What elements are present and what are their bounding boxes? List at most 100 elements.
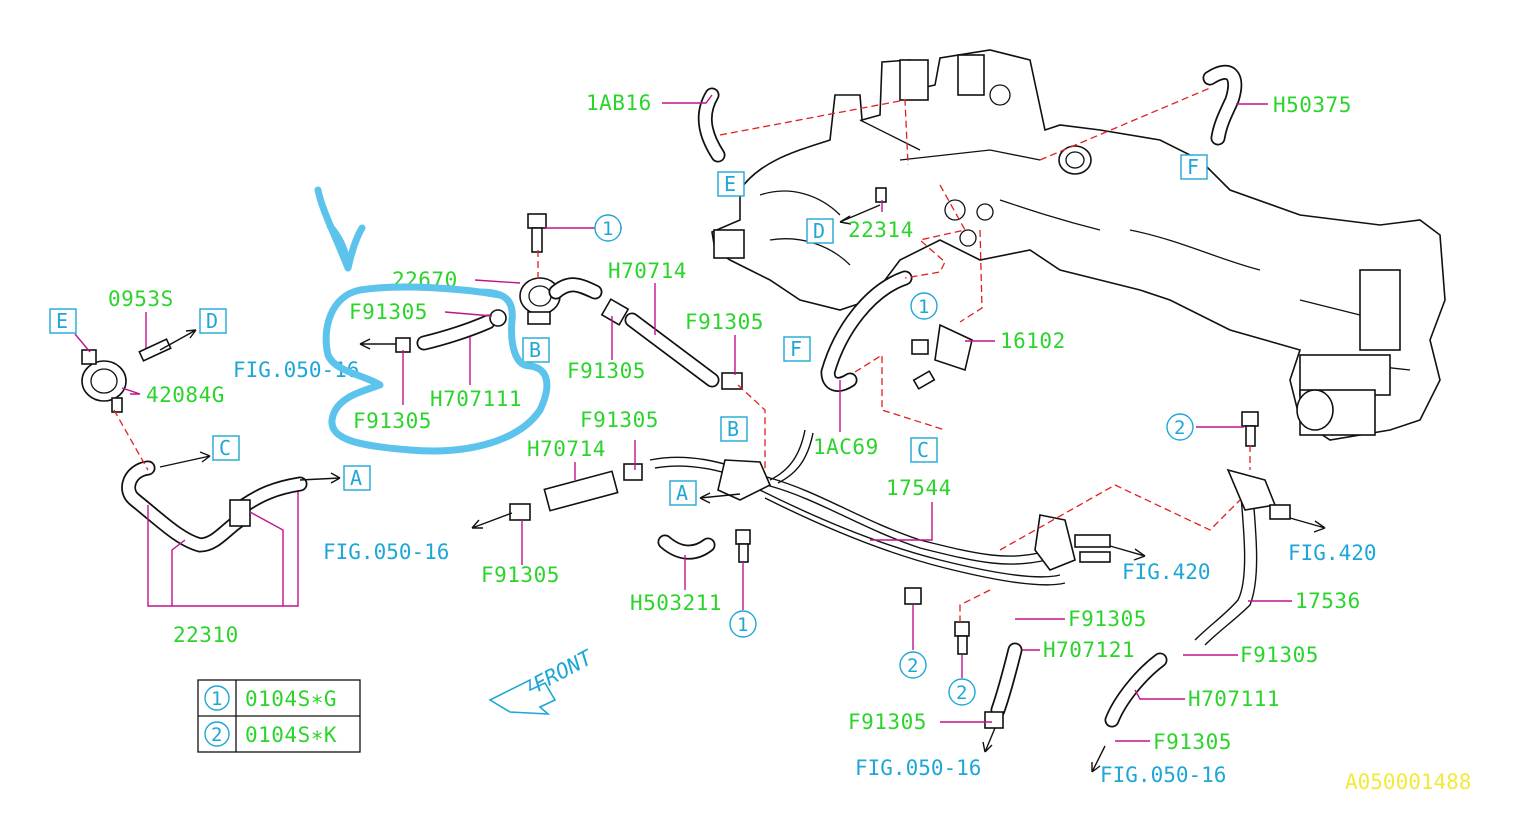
- connector-b-pipe: B: [720, 416, 748, 442]
- legend-row-2: 2 0104S∗K: [204, 721, 337, 747]
- label-h503211: H503211: [630, 591, 722, 615]
- svg-text:F: F: [1187, 155, 1199, 179]
- label-17544: 17544: [886, 476, 952, 500]
- label-h707111-a: H707111: [430, 387, 522, 411]
- label-f91305-a: F91305: [349, 300, 428, 324]
- legend-part-1: 0104S∗G: [245, 687, 337, 711]
- label-h50375: H50375: [1273, 93, 1352, 117]
- hose-h70714-mid-drawing: [509, 463, 643, 521]
- bolt-callout-2-right: 2: [1166, 413, 1194, 441]
- legend-num-2: 2: [211, 724, 222, 746]
- label-0953s: 0953S: [108, 287, 174, 311]
- label-f91305-j: F91305: [1153, 730, 1232, 754]
- bolt-upper-drawing: [527, 213, 547, 253]
- svg-text:D: D: [206, 309, 218, 333]
- label-22310: 22310: [173, 623, 239, 647]
- label-f91305-d: F91305: [353, 409, 432, 433]
- connector-f-mid: F: [783, 336, 811, 362]
- solenoid-valve-22670-drawing: [519, 277, 603, 325]
- ref-fig420-a: FIG.420: [1288, 541, 1377, 565]
- damper-42084g-drawing: [81, 349, 127, 413]
- label-h70714-mid: H70714: [527, 437, 606, 461]
- front-label: FRONT: [529, 645, 597, 697]
- label-h707121: H707121: [1043, 638, 1135, 662]
- connector-f-top: F: [1180, 154, 1208, 180]
- connector-d-top: D: [806, 218, 834, 244]
- front-indicator: FRONT: [488, 645, 597, 715]
- svg-text:B: B: [727, 417, 739, 441]
- label-h70714-top: H70714: [608, 259, 687, 283]
- annotation-arrow-icon: [314, 186, 366, 272]
- svg-text:E: E: [56, 309, 68, 333]
- ref-fig050-16-d: FIG.050-16: [1100, 763, 1226, 787]
- label-f91305-f: F91305: [481, 563, 560, 587]
- connector-b-valve: B: [522, 337, 550, 363]
- label-1ac69: 1AC69: [813, 435, 879, 459]
- leader-lines: [74, 94, 1292, 742]
- bolt-callout-1-top: 1: [594, 214, 622, 242]
- legend-table: 1 0104S∗G 2 0104S∗K: [197, 679, 361, 753]
- svg-text:2: 2: [907, 655, 918, 677]
- svg-text:A: A: [676, 481, 688, 505]
- hose-h707111-a-drawing: [395, 309, 507, 353]
- bolt-callout-1-sensor: 1: [910, 292, 938, 320]
- ref-fig050-16-b: FIG.050-16: [323, 540, 449, 564]
- svg-text:1: 1: [602, 218, 613, 240]
- svg-text:1: 1: [737, 614, 748, 636]
- connector-c-right: C: [910, 437, 938, 463]
- connector-d-left: D: [199, 308, 227, 334]
- label-1ab16: 1AB16: [586, 91, 652, 115]
- svg-text:1: 1: [918, 296, 929, 318]
- pipe-17536-drawing: [1194, 468, 1291, 646]
- pipe-17544-drawing: [649, 429, 1111, 586]
- svg-text:C: C: [219, 436, 231, 460]
- ref-fig420-b: FIG.420: [1122, 560, 1211, 584]
- hose-h707121-drawing: [984, 642, 1023, 729]
- svg-text:F: F: [790, 337, 802, 361]
- label-22314: 22314: [848, 218, 914, 242]
- label-f91305-g: F91305: [1068, 607, 1147, 631]
- diagram-id: A050001488: [1345, 770, 1471, 794]
- hose-22310-drawing: [121, 460, 308, 553]
- connector-e-left: E: [49, 308, 77, 334]
- intake-manifold: [711, 49, 1446, 441]
- legend-part-2: 0104S∗K: [245, 723, 337, 747]
- svg-text:2: 2: [956, 682, 967, 704]
- svg-text:B: B: [529, 338, 541, 362]
- hose-1ab16-drawing: [697, 87, 726, 163]
- label-f91305-b: F91305: [685, 310, 764, 334]
- label-f91305-h: F91305: [1240, 643, 1319, 667]
- connector-a-pipe: A: [669, 480, 697, 506]
- svg-text:2: 2: [1174, 417, 1185, 439]
- assembly-dashed-links: [113, 87, 1251, 622]
- label-42084g: 42084G: [146, 383, 225, 407]
- hand-drawn-annotation: [314, 186, 551, 455]
- bolt-callout-2-lower-b: 2: [948, 678, 976, 706]
- label-f91305-i: F91305: [848, 710, 927, 734]
- legend-row-1: 1 0104S∗G: [204, 685, 337, 711]
- connector-e-top: E: [717, 171, 745, 197]
- hose-1ac69-drawing: [820, 270, 913, 392]
- svg-text:E: E: [724, 172, 736, 196]
- hose-h707111-b-drawing: [1104, 652, 1168, 728]
- label-f91305-e: F91305: [580, 408, 659, 432]
- hose-h503211-drawing: [657, 534, 716, 560]
- label-17536: 17536: [1295, 589, 1361, 613]
- ref-fig050-16-c: FIG.050-16: [855, 756, 981, 780]
- connector-c-left: C: [212, 435, 240, 461]
- annotation-circle-mark: [322, 283, 551, 455]
- flow-arrows: [159, 204, 1326, 773]
- label-h707111-b: H707111: [1188, 687, 1280, 711]
- label-f91305-c: F91305: [567, 359, 646, 383]
- label-16102: 16102: [1000, 329, 1066, 353]
- hose-h70714-top-drawing: [600, 298, 743, 390]
- legend-num-1: 1: [211, 688, 222, 710]
- connector-a-left: A: [343, 465, 371, 491]
- sensor-16102-drawing: [735, 187, 1259, 655]
- bolt-callout-2-lower-a: 2: [899, 651, 927, 679]
- svg-text:D: D: [813, 219, 825, 243]
- svg-text:C: C: [917, 438, 929, 462]
- hose-h50375-drawing: [1202, 64, 1243, 146]
- part-0953s-drawing: [138, 338, 172, 362]
